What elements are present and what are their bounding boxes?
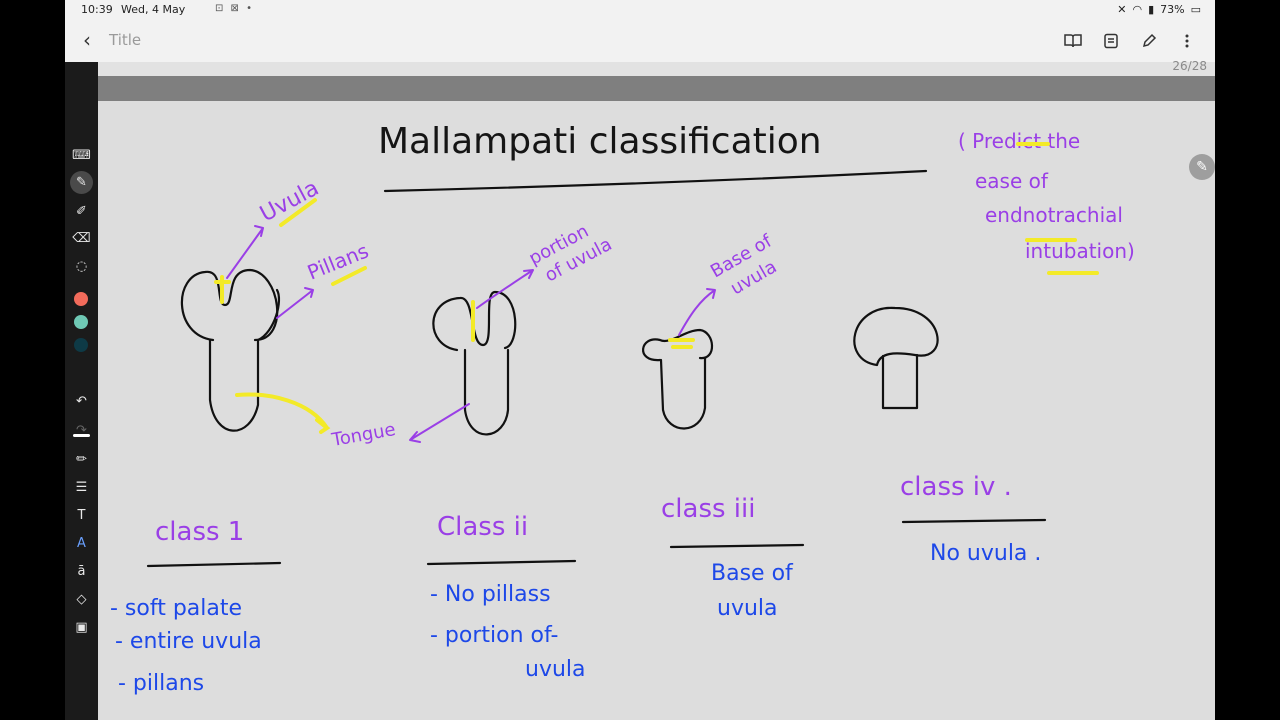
- class-3-point-2: uvula: [717, 596, 778, 621]
- appbar-tools: [1061, 29, 1199, 53]
- list-icon[interactable]: [1099, 29, 1123, 53]
- more-icon[interactable]: [1175, 29, 1199, 53]
- eraser-icon[interactable]: ⌫: [72, 231, 91, 246]
- class-1-drawing: [180, 268, 281, 432]
- drawing-toolbar: ⌨ ✎ ✐ ⌫ ◌ ↶ ↷ ✏ ☰ T A ā ◇ ▣: [65, 62, 98, 720]
- uvula-arrow: [226, 225, 264, 279]
- class-4-point-1: No uvula .: [930, 541, 1041, 566]
- label-pillars: Pillans: [304, 239, 372, 285]
- note-title[interactable]: Title: [109, 31, 142, 49]
- status-right: ✕ ◠ ▮ 73% ▭: [1117, 3, 1201, 16]
- tongue-arrow-yellow: [235, 392, 331, 434]
- highlighter-icon[interactable]: ✐: [76, 204, 87, 219]
- handwritten-notes: .hw { font-family:"DejaVu Sans", sans-se…: [110, 121, 1135, 696]
- class-1-point-3: - pillans: [118, 671, 204, 696]
- format-icon[interactable]: ā: [77, 564, 86, 579]
- letterbox-left: [0, 0, 65, 720]
- signal-icon: ▮: [1148, 3, 1155, 16]
- lasso-icon[interactable]: ◌: [75, 259, 88, 274]
- class-3-title: class iii: [661, 494, 755, 524]
- class-3-point-1: Base of: [711, 561, 794, 586]
- image-icon[interactable]: ▣: [75, 620, 88, 635]
- edit-fab-icon[interactable]: ✎: [1189, 154, 1215, 180]
- notification-icons: ⊡ ⊠ •: [215, 3, 255, 14]
- letterbox-right: [1215, 0, 1280, 720]
- class-2-point-3: uvula: [525, 657, 586, 682]
- book-icon[interactable]: [1061, 29, 1085, 53]
- status-bar: 10:39 Wed, 4 May ⊡ ⊠ • ✕ ◠ ▮ 73% ▭: [65, 0, 1215, 20]
- class-1-title: class 1: [155, 517, 244, 547]
- heading-underline: [383, 169, 928, 193]
- undo-icon[interactable]: ↶: [76, 394, 87, 409]
- pen-settings-icon[interactable]: ✏: [76, 452, 87, 467]
- class-2-title: Class ii: [437, 512, 528, 542]
- fill-icon[interactable]: ◇: [76, 592, 87, 607]
- tablet-screen: 10:39 Wed, 4 May ⊡ ⊠ • ✕ ◠ ▮ 73% ▭ ‹ Tit…: [65, 0, 1215, 720]
- mute-icon: ✕: [1117, 3, 1127, 16]
- aside-line-1: ( Predict the: [958, 129, 1080, 153]
- battery-level: 73%: [1160, 3, 1185, 16]
- page-counter: 26/28: [1172, 59, 1207, 73]
- label-tongue: Tongue: [329, 419, 397, 451]
- portion-arrow: [476, 269, 534, 309]
- page-gap: [98, 62, 1215, 76]
- wifi-icon: ◠: [1132, 3, 1143, 16]
- status-date: Wed, 4 May: [121, 3, 186, 16]
- keyboard-icon[interactable]: ⌨: [72, 148, 91, 163]
- shape-icon[interactable]: A: [77, 536, 86, 551]
- pillars-arrow: [276, 287, 314, 319]
- pen-icon[interactable]: [1137, 29, 1161, 53]
- app-bar: ‹ Title: [65, 20, 1215, 62]
- text-tool-icon[interactable]: T: [77, 508, 86, 523]
- aside-line-4: intubation): [1025, 239, 1135, 263]
- pen-tool-icon[interactable]: ✎: [70, 171, 93, 194]
- class-4-title: class iv .: [900, 472, 1012, 502]
- color-swatch-navy[interactable]: [74, 338, 88, 352]
- base-arrow: [678, 288, 716, 336]
- heading: Mallampati classification: [378, 121, 822, 162]
- class-1-point-2: - entire uvula: [115, 629, 262, 654]
- back-button[interactable]: ‹: [83, 28, 91, 52]
- class-2-drawing: [432, 290, 517, 436]
- tongue-arrow-purple: [409, 403, 470, 443]
- aside-line-3: endnotrachial: [985, 203, 1123, 227]
- text-align-icon[interactable]: ☰: [75, 480, 88, 495]
- class-2-point-1: - No pillass: [430, 582, 551, 607]
- color-swatch-teal[interactable]: [74, 315, 88, 329]
- class-1-point-1: - soft palate: [110, 596, 242, 621]
- stroke-width-indicator[interactable]: [73, 434, 90, 437]
- page-header-band: [98, 76, 1215, 101]
- redo-icon[interactable]: ↷: [76, 423, 87, 438]
- aside-line-2: ease of: [975, 169, 1049, 193]
- battery-icon: ▭: [1190, 3, 1201, 16]
- status-time: 10:39: [81, 3, 113, 16]
- class-4-drawing: [853, 306, 939, 410]
- color-swatch-coral[interactable]: [74, 292, 88, 306]
- class-3-drawing: [642, 328, 714, 430]
- note-page[interactable]: [98, 101, 1215, 720]
- class-2-point-2: - portion of-: [430, 623, 558, 648]
